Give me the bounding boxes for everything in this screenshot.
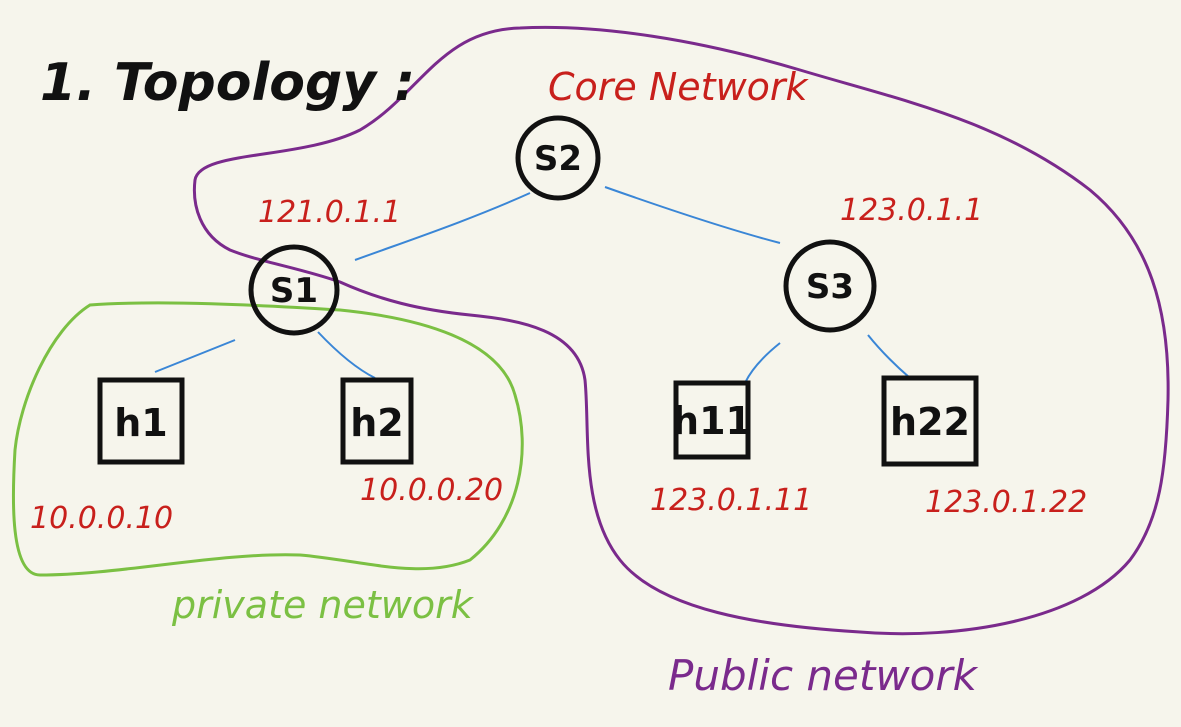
link-s2-s1 (354, 192, 531, 261)
switch-s1-label: S1 (270, 271, 318, 311)
h1-ip-label: 10.0.0.10 (30, 501, 173, 536)
switch-s2-label: S2 (534, 139, 582, 179)
host-h22-label: h22 (890, 400, 970, 444)
private-network-boundary (11, 301, 524, 577)
switch-s3-label: S3 (806, 267, 854, 307)
link-s3-h22 (867, 334, 911, 379)
host-h22: h22 (881, 375, 979, 467)
host-h1: h1 (97, 377, 185, 465)
link-s1-h2 (317, 331, 376, 379)
host-h11: h11 (672, 380, 752, 460)
page-title: 1. Topology : (40, 53, 415, 113)
s1-ip-label: 121.0.1.1 (258, 195, 401, 230)
h2-ip-label: 10.0.0.20 (360, 473, 503, 508)
switch-s3: S3 (783, 239, 877, 333)
link-s3-h11 (744, 342, 781, 384)
host-h1-label: h1 (114, 401, 168, 445)
link-s1-h1 (154, 339, 236, 373)
host-h2-label: h2 (350, 401, 404, 445)
private-network-label: private network (171, 583, 475, 627)
core-network-label: Core Network (548, 65, 810, 109)
public-network-boundary (192, 25, 1170, 636)
host-h2: h2 (340, 377, 414, 465)
h11-ip-label: 123.0.1.11 (650, 483, 812, 518)
s3-ip-label: 123.0.1.1 (840, 193, 983, 228)
switch-s2: S2 (515, 115, 601, 201)
link-s2-s3 (604, 186, 781, 244)
switch-s1: S1 (248, 244, 340, 336)
public-network-label: Public network (668, 651, 979, 700)
host-h11-label: h11 (672, 399, 752, 443)
h22-ip-label: 123.0.1.22 (925, 485, 1087, 520)
links (154, 186, 911, 384)
